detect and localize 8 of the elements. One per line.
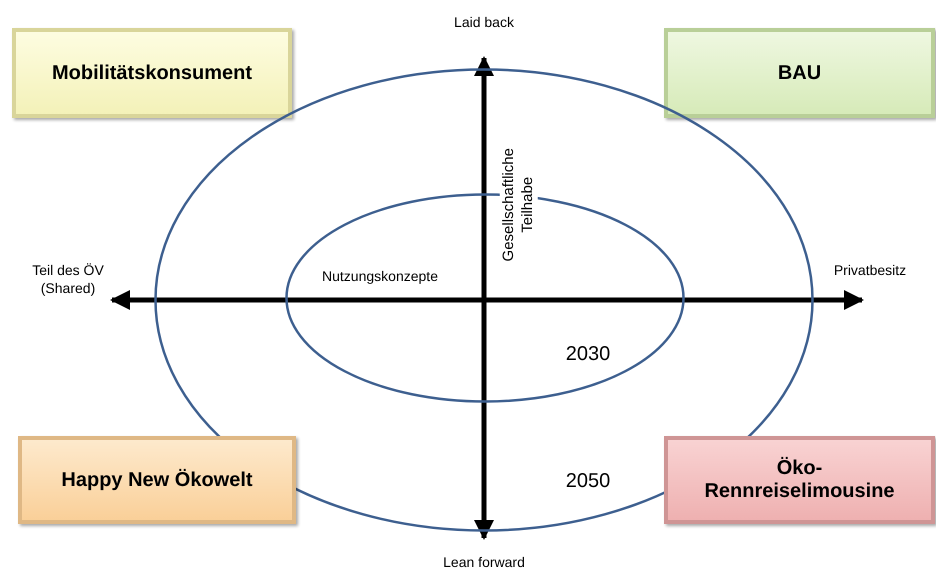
axis-end-label: Laid back (453, 14, 515, 32)
scenario-box: Öko- Rennreiselimousine (664, 436, 935, 524)
scenario-box: BAU (664, 28, 935, 118)
scenario-box: Happy New Ökowelt (18, 436, 296, 524)
axis-end-label: Lean forward (442, 554, 526, 572)
axis-end-label: Privatbesitz (832, 262, 908, 280)
scenario-box: Mobilitätskonsument (12, 28, 292, 118)
axis-end-label: Teil des ÖV (Shared) (31, 262, 105, 297)
